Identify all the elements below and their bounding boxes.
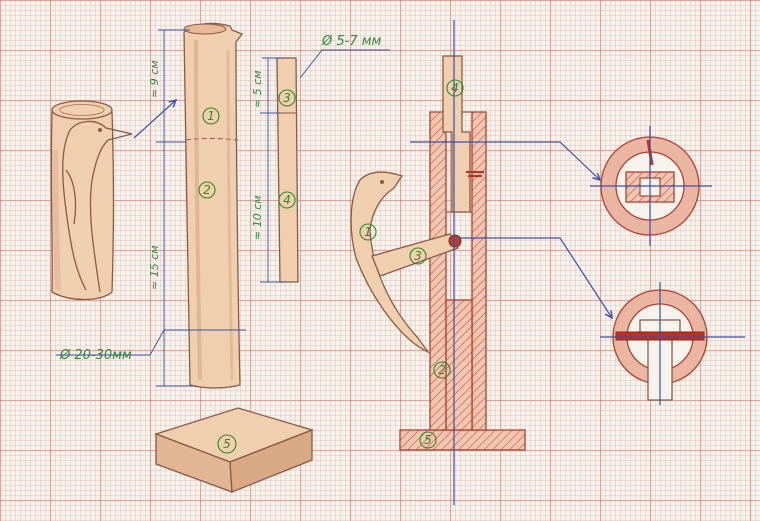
- assembled-toy: [350, 55, 526, 451]
- part-2-log: 2: [203, 183, 211, 197]
- diameter-rod-leader: [299, 49, 390, 79]
- part-3-assembly: 3: [414, 249, 422, 263]
- rod-head-length-label: ≈ 5 см: [251, 70, 264, 108]
- part-1-assembly: 1: [364, 225, 372, 239]
- part-5-base: 5: [223, 437, 231, 451]
- part-number-markers: 1 2 3 4 5 4 1 3 2 5: [198, 79, 464, 454]
- part-3-rod: 3: [283, 91, 291, 105]
- section-a-leader: [410, 141, 600, 180]
- section-b-view: [600, 282, 745, 405]
- rod-length-label: ≈ 10 см: [251, 195, 264, 240]
- carved-woodpecker-log: [50, 100, 133, 301]
- diameter-rod-label: Ø 5-7 мм: [321, 34, 382, 49]
- diameter-log-label: Ø 20-30мм: [59, 348, 132, 363]
- part-4-rod: 4: [283, 193, 291, 207]
- rod-dimension-lines: [260, 57, 286, 283]
- part-2-assembly: 2: [438, 363, 446, 377]
- log-blank: [183, 22, 244, 389]
- body-length-label: ≈ 15 см: [148, 245, 161, 290]
- section-b-leader: [460, 237, 612, 318]
- section-a-view: [590, 126, 712, 246]
- base-block: [154, 407, 315, 493]
- log-dimension-lines: [156, 29, 196, 387]
- head-length-label: ≈ 9 см: [148, 60, 161, 98]
- part-5-assembly: 5: [424, 433, 432, 447]
- part-1-log: 1: [207, 109, 215, 123]
- head-pointer-arrow: [133, 100, 176, 139]
- part-4-assembly: 4: [451, 81, 459, 95]
- rod-blank: [276, 57, 299, 283]
- diameter-log-leader: [56, 329, 246, 356]
